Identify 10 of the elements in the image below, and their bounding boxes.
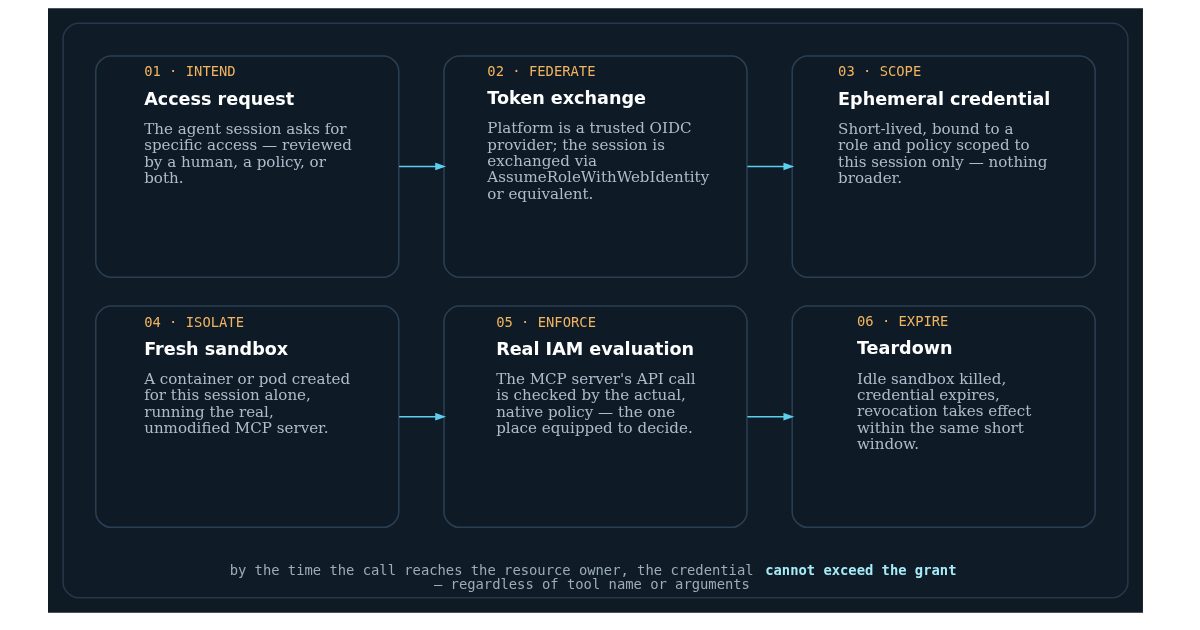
node-box: 03 · SCOPE Ephemeral credential Short-lived, bound to a role and policy scoped to this session only — nothing broader.: [791, 55, 1096, 278]
node-box: 01 · INTEND Access request The agent session asks for specific access — reviewed by a human, a policy, or both.: [95, 55, 400, 278]
node-box: 06 · EXPIRE Teardown Idle sandbox killed, credential expires, revocation takes effect within the same short window.: [791, 305, 1096, 529]
node-box: 02 · FEDERATE Token exchange Platform is a trusted OIDC provider; the session is exchanged via AssumeRoleWithWebIdentity or equivalent.: [443, 55, 748, 278]
arrow: [398, 162, 447, 171]
node-box: 05 · ENFORCE Real IAM evaluation The MCP server's API call is checked by the actual, native policy — the one place equipped to decide.: [443, 305, 748, 529]
arrow: [746, 412, 795, 421]
node-box: 04 · ISOLATE Fresh sandbox A container or pod created for this session alone, running the real, unmodified MCP server.: [95, 305, 400, 529]
arrow: [746, 162, 795, 171]
arrow: [398, 412, 447, 421]
